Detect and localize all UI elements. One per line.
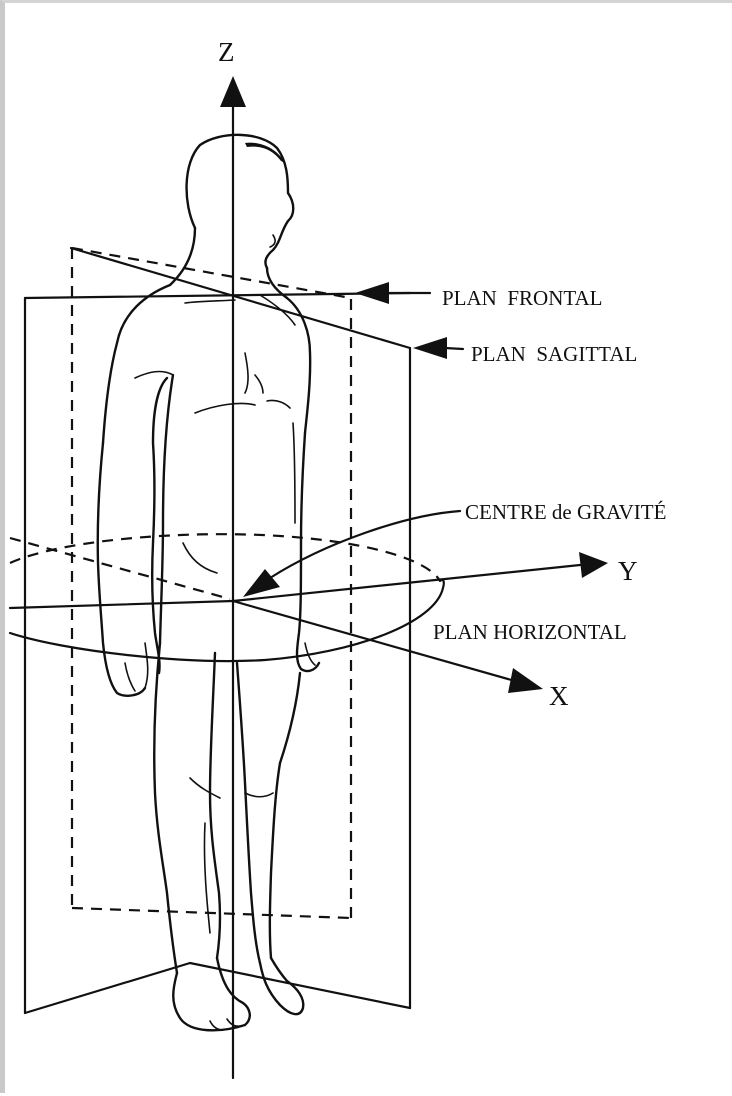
x-axis-label: X — [549, 681, 569, 711]
human-figure — [98, 135, 319, 1030]
x-axis-back — [10, 601, 233, 608]
plan-sagittal-label: PLAN SAGITTAL — [471, 342, 637, 366]
y-axis-label: Y — [618, 556, 638, 586]
z-axis-label: Z — [218, 37, 235, 67]
x-axis — [233, 601, 543, 693]
centre-gravite-label: CENTRE de GRAVITÉ — [465, 500, 666, 524]
y-axis — [233, 552, 608, 601]
sagittal-callout — [413, 337, 463, 359]
plan-horizontal-label: PLAN HORIZONTAL — [433, 620, 627, 644]
frontal-callout — [355, 282, 430, 304]
body-planes-diagram: Z Y X PLAN FRONTAL PLAN SAGITTAL CENTRE … — [5, 3, 732, 1096]
frontal-plane — [25, 248, 410, 1013]
plan-frontal-label: PLAN FRONTAL — [442, 286, 603, 310]
z-axis — [220, 76, 246, 1078]
